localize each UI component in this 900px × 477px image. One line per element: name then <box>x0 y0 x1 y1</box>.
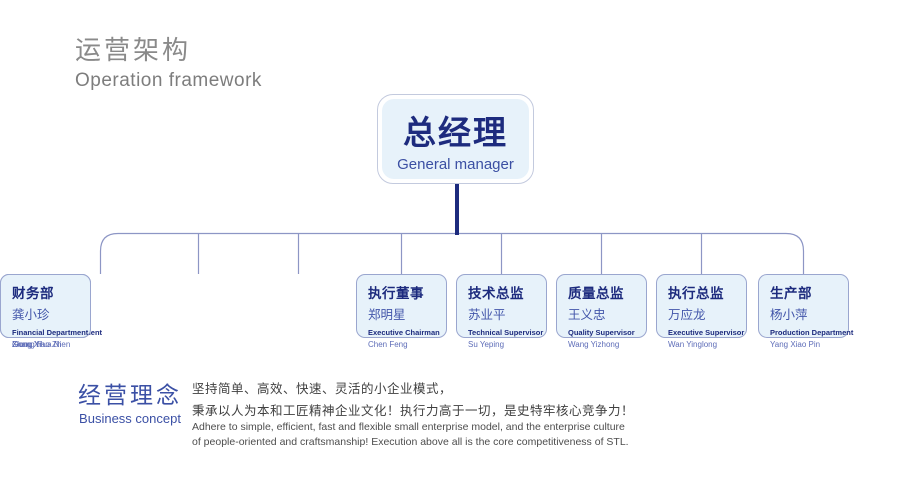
business-concept-title-en: Business concept <box>79 411 181 426</box>
node-name-en: Gong Xiao Zhen <box>12 340 71 349</box>
node-name-zh: 万应龙 <box>668 308 706 322</box>
org-node-executive-supervisor: 执行总监 万应龙 Executive Supervisor Wan Yinglo… <box>656 274 747 349</box>
node-title-zh: 执行董事 <box>368 286 424 301</box>
concept-en-line1: Adhere to simple, efficient, fast and fl… <box>192 421 625 433</box>
page-title: 运营架构 Operation framework <box>75 30 262 92</box>
org-node-general-manager: 总经理 General manager <box>377 94 534 184</box>
concept-en-line2: of people-oriented and craftsmanship! Ex… <box>192 436 629 449</box>
business-concept-text-en: Adhere to simple, efficient, fast and fl… <box>192 420 629 450</box>
org-node-technical-supervisor: 技术总监 苏业平 Technical Supervisor Su Yeping <box>456 274 547 349</box>
node-name-zh: 杨小萍 <box>770 308 808 322</box>
node-name-en: Su Yeping <box>468 340 505 349</box>
business-concept-heading: 经营理念 Business concept <box>78 376 182 426</box>
concept-zh-line1: 坚持简单、高效、快速、灵活的小企业模式， <box>192 382 453 396</box>
node-title-zh: 技术总监 <box>468 286 524 301</box>
node-name-zh: 苏业平 <box>468 308 506 322</box>
page-title-en: Operation framework <box>75 70 262 91</box>
page-title-zh: 运营架构 <box>75 35 192 65</box>
org-node-financial-department: 财务部 龚小珍 Financial Department Gong Xiao Z… <box>0 274 91 349</box>
node-title-zh: 财务部 <box>12 286 54 301</box>
node-title-en: Technical Supervisor <box>468 328 544 337</box>
node-title-en: Executive Chairman <box>368 328 440 337</box>
node-name-en: Chen Feng <box>368 340 408 349</box>
node-name-en: Yang Xiao Pin <box>770 340 821 349</box>
node-title-en: Executive Supervisor <box>668 328 745 337</box>
node-title-en: Production Department <box>770 328 854 337</box>
node-title-en: Financial Department <box>12 328 89 337</box>
node-name-zh: 龚小珍 <box>12 308 50 322</box>
org-node-general-manager-body: 总经理 General manager <box>382 99 529 179</box>
concept-zh-line2: 秉承以人为本和工匠精神企业文化！执行力高于一切，是史特牢核心竞争力！ <box>192 403 635 418</box>
node-name-en: Zhang Hua Ni <box>12 340 62 349</box>
node-title-en: Quality Supervisor <box>568 328 635 337</box>
node-title-zh: 生产部 <box>770 286 812 301</box>
node-name-en: Wan Yinglong <box>668 340 718 349</box>
node-name-zh: 王义忠 <box>568 308 606 322</box>
gm-title-zh: 总经理 <box>403 113 508 151</box>
gm-title-en: General manager <box>397 155 514 173</box>
org-node-executive-chairman: 执行董事 郑明星 Executive Chairman Chen Feng <box>356 274 447 349</box>
business-concept-title-zh: 经营理念 <box>78 382 182 408</box>
org-node-production-department: 生产部 杨小萍 Production Department Yang Xiao … <box>758 274 854 349</box>
org-node-quality-supervisor: 质量总监 王义忠 Quality Supervisor Wang Yizhong <box>556 274 647 349</box>
node-name-en: Wang Yizhong <box>568 340 620 349</box>
node-name-en: Xiong Yi <box>12 340 42 349</box>
node-name-zh: 郑明星 <box>368 308 406 322</box>
node-title-zh: 执行总监 <box>668 286 724 301</box>
node-title-zh: 质量总监 <box>568 286 624 301</box>
business-concept-text-zh: 坚持简单、高效、快速、灵活的小企业模式， 秉承以人为本和工匠精神企业文化！执行力… <box>192 379 634 423</box>
root-trunk-line <box>455 184 459 235</box>
